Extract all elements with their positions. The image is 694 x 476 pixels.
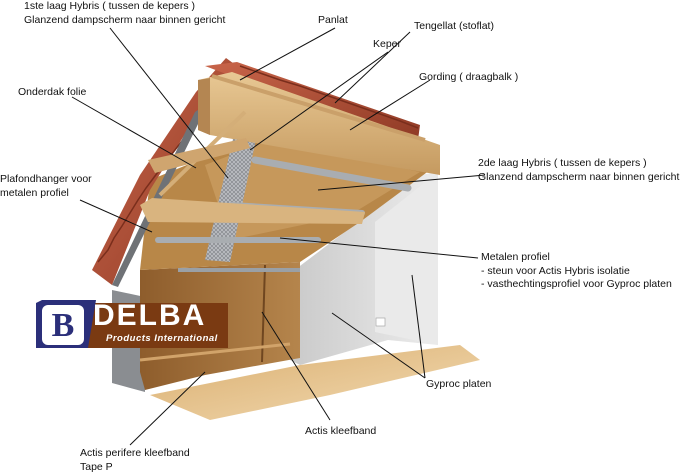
label-hybris-first-line2: Glanzend dampscherm naar binnen gericht — [24, 13, 226, 26]
label-panlat: Panlat — [318, 14, 348, 26]
label-tengellat: Tengellat (stoflat) — [414, 20, 494, 32]
label-onderdak: Onderdak folie — [18, 86, 87, 98]
label-metalen-profiel-line3: - vasthechtingsprofiel voor Gyproc plate… — [481, 278, 672, 290]
gyproc-wall-vertical — [375, 172, 438, 345]
lower-rafter-beam — [140, 198, 365, 224]
purlin-beam — [198, 72, 440, 175]
delba-logo-name: DELBA — [93, 299, 207, 332]
label-metalen-profiel-line1: Metalen profiel — [481, 251, 550, 263]
wall-socket — [375, 317, 386, 327]
label-hybris-second-line1: 2de laag Hybris ( tussen de kepers ) — [478, 157, 647, 169]
label-plafondhanger: Plafondhanger voor metalen profiel — [0, 173, 92, 200]
floor — [150, 345, 480, 420]
label-hybris-second-line2: Glanzend dampscherm naar binnen gericht — [478, 170, 680, 183]
label-metalen-profiel: Metalen profiel - steun voor Actis Hybri… — [481, 251, 672, 292]
rafter-top — [148, 138, 250, 173]
label-metalen-profiel-line2: - steun voor Actis Hybris isolatie — [481, 264, 630, 277]
delba-logo — [36, 300, 228, 348]
leader-lines — [71, 27, 486, 446]
label-plafondhanger-line1: Plafondhanger voor — [0, 173, 92, 185]
label-actis-perifere: Actis perifere kleefband Tape P — [80, 447, 190, 474]
panlat-batten — [211, 74, 426, 142]
underlay-foil — [112, 88, 240, 287]
metal-profile-1 — [251, 156, 412, 192]
roof-tiles — [92, 58, 237, 285]
label-plafondhanger-line2: metalen profiel — [0, 186, 69, 199]
label-keper: Keper — [373, 38, 402, 50]
label-actis-kleefband: Actis kleefband — [305, 425, 377, 437]
mesh-hanger — [205, 130, 258, 262]
label-actis-perifere-line2: Tape P — [80, 460, 113, 473]
delba-logo-b: B — [51, 307, 75, 344]
label-gording: Gording ( draagbalk ) — [419, 71, 519, 83]
label-hybris-first: 1ste laag Hybris ( tussen de kepers ) Gl… — [24, 0, 225, 27]
label-gyproc: Gyproc platen — [426, 378, 492, 390]
label-hybris-first-line1: 1ste laag Hybris ( tussen de kepers ) — [24, 0, 195, 12]
label-actis-perifere-line1: Actis perifere kleefband — [80, 447, 190, 459]
label-hybris-second: 2de laag Hybris ( tussen de kepers ) Gla… — [478, 157, 679, 184]
delba-logo-tagline: Products International — [106, 333, 218, 344]
